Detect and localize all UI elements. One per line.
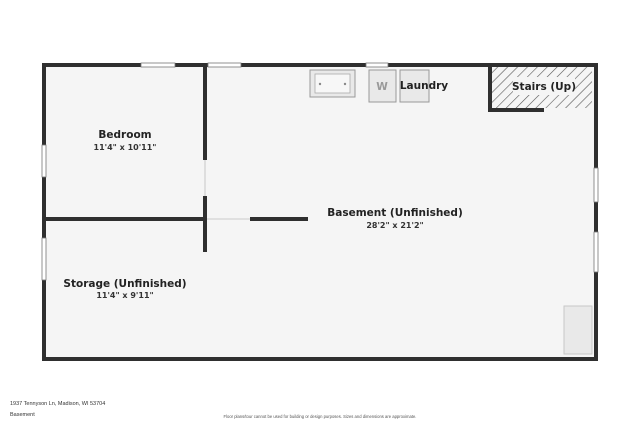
floor-area — [44, 65, 596, 361]
floor-level: Basement — [10, 412, 35, 418]
interior-walls — [46, 65, 544, 252]
washer-letter: W — [376, 81, 388, 93]
basement-dims: 28'2" x 21'2" — [366, 221, 423, 230]
outer-walls — [42, 63, 598, 361]
dryer — [399, 69, 430, 103]
property-address: 1937 Tennyson Ln, Madison, WI 53704 — [10, 401, 106, 407]
windows — [41, 62, 599, 281]
washer — [368, 69, 397, 103]
bedroom-name: Bedroom — [98, 129, 151, 141]
laundry-sink — [309, 69, 356, 98]
storage-dims: 11'4" x 9'11" — [96, 291, 153, 300]
laundry-label: Laundry — [400, 80, 448, 92]
bedroom-dims: 11'4" x 10'11" — [94, 143, 157, 152]
door-openings — [204, 160, 250, 220]
stairs-label-bg — [513, 77, 575, 95]
basement-name: Basement (Unfinished) — [327, 207, 463, 219]
disclaimer: Floor plans/tour cannot be used for buil… — [223, 414, 417, 419]
stairs-label: Stairs (Up) — [512, 81, 576, 93]
utility-fixture — [563, 305, 593, 355]
storage-name: Storage (Unfinished) — [63, 278, 186, 290]
